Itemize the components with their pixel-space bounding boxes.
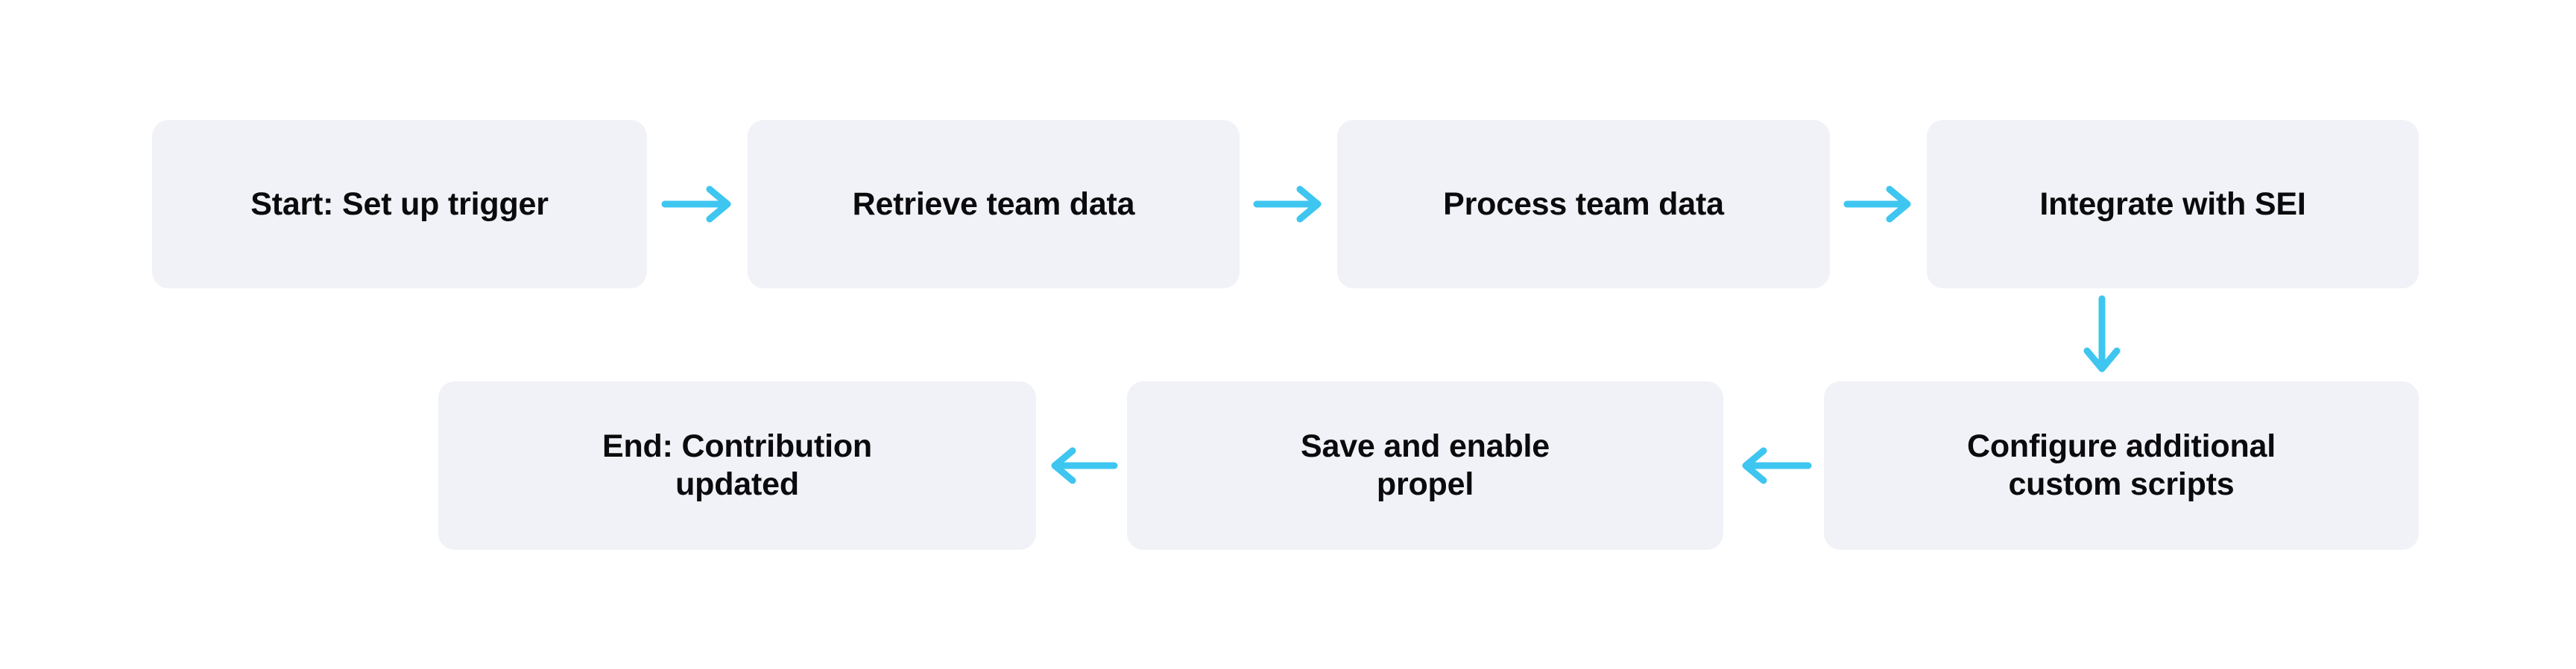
flow-node-integrate-with-sei[interactable]: Integrate with SEI — [1927, 120, 2419, 288]
flow-node-start[interactable]: Start: Set up trigger — [152, 120, 647, 288]
arrow-left-icon-save-to-end — [1045, 446, 1118, 485]
flow-node-process-team-data[interactable]: Process team data — [1337, 120, 1830, 288]
flow-node-label: Configure additional custom scripts — [1966, 428, 2276, 502]
flow-node-configure-additional-custom-scripts[interactable]: Configure additional custom scripts — [1824, 381, 2419, 550]
flow-node-end-contribution-updated[interactable]: End: Contribution updated — [438, 381, 1036, 550]
arrow-right-icon-retrieve-to-process — [1253, 185, 1324, 223]
flow-node-retrieve-team-data[interactable]: Retrieve team data — [748, 120, 1240, 288]
arrow-left-icon-configure-to-save — [1733, 446, 1812, 485]
flow-node-save-and-enable-propel[interactable]: Save and enable propel — [1127, 381, 1723, 550]
flow-node-label: Start: Set up trigger — [250, 186, 549, 222]
arrow-right-icon-process-to-integrate — [1843, 185, 1913, 223]
flow-node-label: Process team data — [1443, 186, 1724, 222]
flow-node-label: Save and enable propel — [1301, 428, 1550, 502]
flow-node-label: Retrieve team data — [852, 186, 1135, 222]
arrow-right-icon-start-to-retrieve — [661, 185, 733, 223]
flow-node-label: End: Contribution updated — [602, 428, 872, 502]
arrow-down-icon-integrate-to-configure — [2083, 295, 2121, 375]
flow-node-label: Integrate with SEI — [2039, 186, 2306, 222]
